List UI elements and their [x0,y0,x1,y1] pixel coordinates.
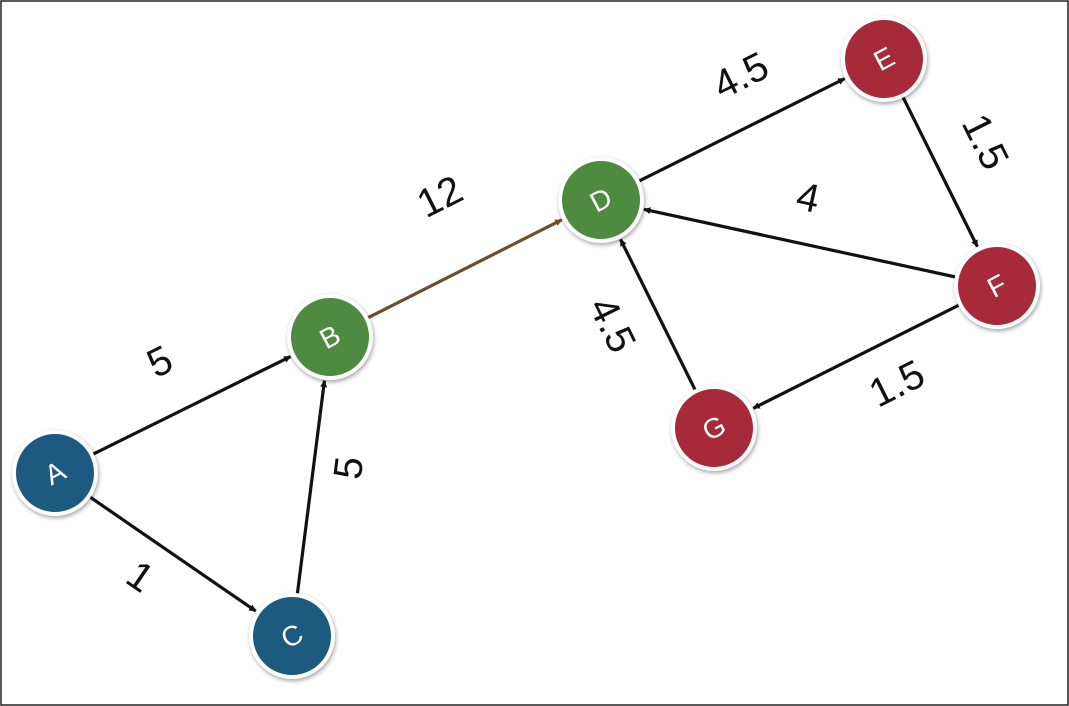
edge-a-b [92,355,292,456]
nodes-layer: A B C D E F G [12,16,1040,679]
node-circle [954,243,1040,329]
node-a: A [12,430,98,516]
edge-e-f [901,96,979,248]
edge-g-d [619,238,697,391]
node-circle [287,294,373,380]
node-b: B [287,294,373,380]
edge-c-b [295,380,328,594]
node-d: D [558,157,644,243]
node-circle [12,430,98,516]
node-circle [841,16,927,102]
edges-layer [89,77,979,613]
node-f: F [954,243,1040,329]
node-circle [558,157,644,243]
node-e: E [841,16,927,102]
edge-a-c [89,496,257,613]
node-g: G [671,385,757,471]
edge-f-d [643,207,956,279]
edge-weight-c-b: 5 [326,454,372,482]
edge-f-g [752,303,960,410]
node-circle [249,593,335,679]
node-c: C [249,593,335,679]
edge-d-e [638,77,846,183]
node-circle [671,385,757,471]
edge-b-d [367,218,563,320]
